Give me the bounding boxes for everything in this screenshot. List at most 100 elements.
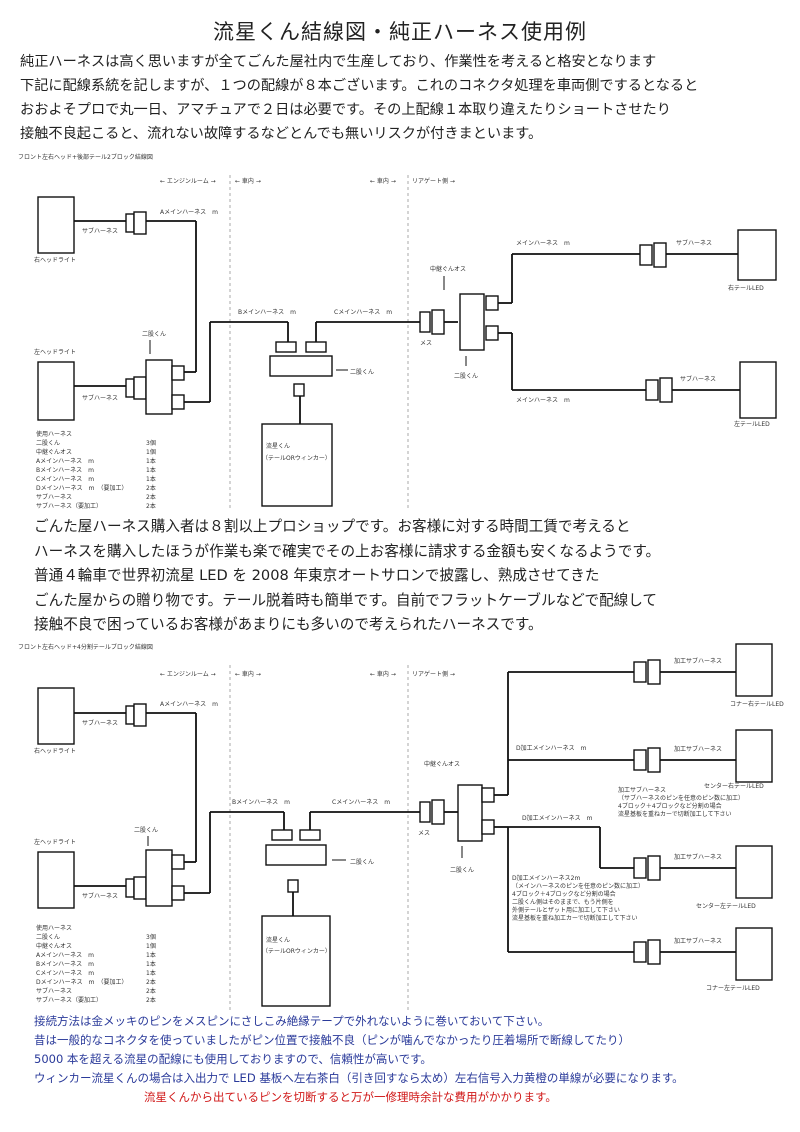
corner-left-tail-led xyxy=(735,927,773,981)
connector xyxy=(653,242,667,268)
connector xyxy=(485,325,499,341)
parts-item: Cメインハーネス m xyxy=(36,476,94,483)
parts-qty: 2本 xyxy=(146,987,156,995)
intro-paragraph: 純正ハーネスは高く思いますが全てごんた屋社内で生産しており、作業性を考えると格安… xyxy=(20,50,790,146)
zone-cabin: ← 車内 → xyxy=(235,177,261,185)
d-main-harness-label: D加工メインハーネス m xyxy=(516,744,587,752)
middle-paragraph: ごんた屋ハーネス購入者は８割以上プロショップです。お客様に対する時間工賃で考える… xyxy=(34,515,794,638)
parts-item: Cメインハーネス m xyxy=(36,970,94,977)
parts-qty: 2本 xyxy=(146,493,156,501)
connector xyxy=(659,377,673,403)
right-tail-led xyxy=(737,229,777,281)
connector xyxy=(171,365,185,381)
main-harness-label: メインハーネス m xyxy=(516,397,570,404)
kako-sub-label: 加工サブハーネス xyxy=(674,937,722,945)
intro-line: おおよそプロで丸一日、アマチュアで２日は必要です。その上配線１本取り違えたりショ… xyxy=(20,102,671,118)
page-title: 流星くん結線図・純正ハーネス使用例 xyxy=(213,20,587,44)
connector xyxy=(125,213,135,233)
wiring-diagram-1: フロント左右ヘッド+後部テール2ブロック結線図 ← エンジンルーム → ← 車内… xyxy=(18,153,777,510)
note-line: 加工サブハーネス xyxy=(618,786,666,794)
connector xyxy=(645,379,659,401)
connector xyxy=(171,885,185,901)
connector xyxy=(431,309,445,335)
connector xyxy=(633,941,647,963)
parts-list: 使用ハーネス 二股くん 3個 中継ぐんオス 1個 Aメインハーネス m 1本 B… xyxy=(36,924,156,1004)
nibun-kun xyxy=(459,293,485,351)
diagram-caption: フロント左右ヘッド+4分割テールブロック結線図 xyxy=(18,643,153,651)
parts-item: サブハーネス（要加工） xyxy=(36,502,102,510)
kako-sub-label: 加工サブハーネス xyxy=(674,657,722,665)
b-main-harness-label: Bメインハーネス m xyxy=(238,309,296,316)
a-main-harness-label: Aメインハーネス m xyxy=(160,209,218,216)
note-line: 流星基板を重ね加工カーで切断加工して下さい xyxy=(512,914,637,922)
intro-line: 下記に配線系統を記しますが、１つの配線が８本ございます。これのコネクタ処理を車両… xyxy=(20,78,699,94)
parts-qty: 2本 xyxy=(146,978,156,986)
connector xyxy=(633,661,647,683)
connector xyxy=(419,801,431,823)
corner-right-tail-led xyxy=(735,643,773,697)
zone-cabin: ← 車内 → xyxy=(370,177,396,185)
sub-harness-label: サブハーネス xyxy=(82,227,118,235)
footer-line: 接続方法は金メッキのピンをメスピンにさしこみ絶縁テープで外れないように巻いておい… xyxy=(34,1014,550,1028)
d-main-harness-label: D加工メインハーネス m xyxy=(522,814,593,822)
note-line: 4ブロック＋4ブロックなど分割の場合 xyxy=(618,802,722,810)
note-line: 4ブロック＋4ブロックなど分割の場合 xyxy=(512,890,616,898)
nibun-label: 二股くん xyxy=(134,827,158,834)
parts-qty: 3個 xyxy=(146,439,156,447)
footer-line: ウィンカー流星くんの場合は入出力で LED 基板へ左右茶白（引き回すなら太め）左… xyxy=(34,1071,684,1085)
middle-line: ハーネスを購入したほうが作業も楽で確実でその上お客様に請求する金額も安くなるよう… xyxy=(34,542,661,560)
parts-item: 使用ハーネス xyxy=(36,430,72,438)
parts-qty: 3個 xyxy=(146,933,156,941)
parts-item: Aメインハーネス m xyxy=(36,952,94,959)
middle-line: ごんた屋ハーネス購入者は８割以上プロショップです。お客様に対する時間工賃で考える… xyxy=(34,518,631,535)
tail-label: コナー右テールLED xyxy=(730,700,784,708)
c-main-harness-label: Cメインハーネス m xyxy=(332,799,390,806)
footer-line: 昔は一般的なコネクタを使っていましたがピン位置で接触不良（ピンが噛んでなかったり… xyxy=(34,1033,631,1047)
connector xyxy=(125,378,135,398)
parts-list: 使用ハーネス 二股くん 3個 中継ぐんオス 1個 Aメインハーネス m 1本 B… xyxy=(36,430,156,510)
connector xyxy=(431,799,445,825)
tail-row: 加工サブハーネス センター左テールLED xyxy=(633,845,773,910)
controller-label: 流星くん xyxy=(266,442,290,450)
nibun-label: 二股くん xyxy=(350,859,374,866)
diagram-caption: フロント左右ヘッド+後部テール2ブロック結線図 xyxy=(18,153,153,161)
right-tail-label: 右テールLED xyxy=(728,284,764,292)
sub-harness-label: サブハーネス xyxy=(82,394,118,402)
connector xyxy=(633,857,647,879)
left-tail-led xyxy=(739,361,777,419)
right-headlight xyxy=(37,196,75,254)
right-headlight xyxy=(37,687,75,745)
center-left-tail-led xyxy=(735,845,773,899)
ryusei-kun-controller xyxy=(261,915,331,1007)
middle-line: 普通４輪車で世界初流星 LED を 2008 年東京オートサロンで披露し、熟成さ… xyxy=(34,567,600,584)
parts-qty: 1本 xyxy=(146,457,156,465)
left-headlight xyxy=(37,361,75,421)
controller-label: 流星くん xyxy=(266,936,290,944)
tail-label: センター左テールLED xyxy=(696,902,756,910)
intro-line: 純正ハーネスは高く思いますが全てごんた屋社内で生産しており、作業性を考えると格安… xyxy=(20,54,657,70)
right-headlight-label: 右ヘッドライト xyxy=(34,747,76,755)
nibun-kun-center xyxy=(265,844,327,866)
nibun-kun xyxy=(457,784,483,842)
connector xyxy=(647,659,661,685)
nibun-kun xyxy=(145,359,173,415)
c-main-harness-label: Cメインハーネス m xyxy=(334,309,392,316)
parts-item: 二股くん xyxy=(36,934,60,941)
zone-cabin: ← 車内 → xyxy=(370,670,396,678)
parts-item: サブハーネス xyxy=(36,987,72,995)
left-headlight-label: 左ヘッドライト xyxy=(34,348,76,356)
connector xyxy=(633,749,647,771)
footer-line: 5000 本を超える流星の配線にも使用しておりますので、信頼性が高いです。 xyxy=(34,1052,432,1066)
middle-line: ごんた屋からの贈り物です。テール脱着時も簡単です。自前でフラットケーブルなどで配… xyxy=(34,591,658,609)
kako-sub-label: 加工サブハーネス xyxy=(674,853,722,861)
connector xyxy=(293,383,305,397)
controller-label: （テールORウィンカー） xyxy=(262,454,331,462)
nibun-label: 二股くん xyxy=(350,369,374,376)
mesu-label: メス xyxy=(418,830,430,837)
main-harness-label: メインハーネス m xyxy=(516,240,570,247)
parts-qty: 1本 xyxy=(146,960,156,968)
connector xyxy=(419,311,431,333)
sub-harness-label: サブハーネス xyxy=(680,375,716,383)
tail-row: 加工サブハーネス コナー左テールLED xyxy=(633,927,773,992)
parts-qty: 1本 xyxy=(146,969,156,977)
